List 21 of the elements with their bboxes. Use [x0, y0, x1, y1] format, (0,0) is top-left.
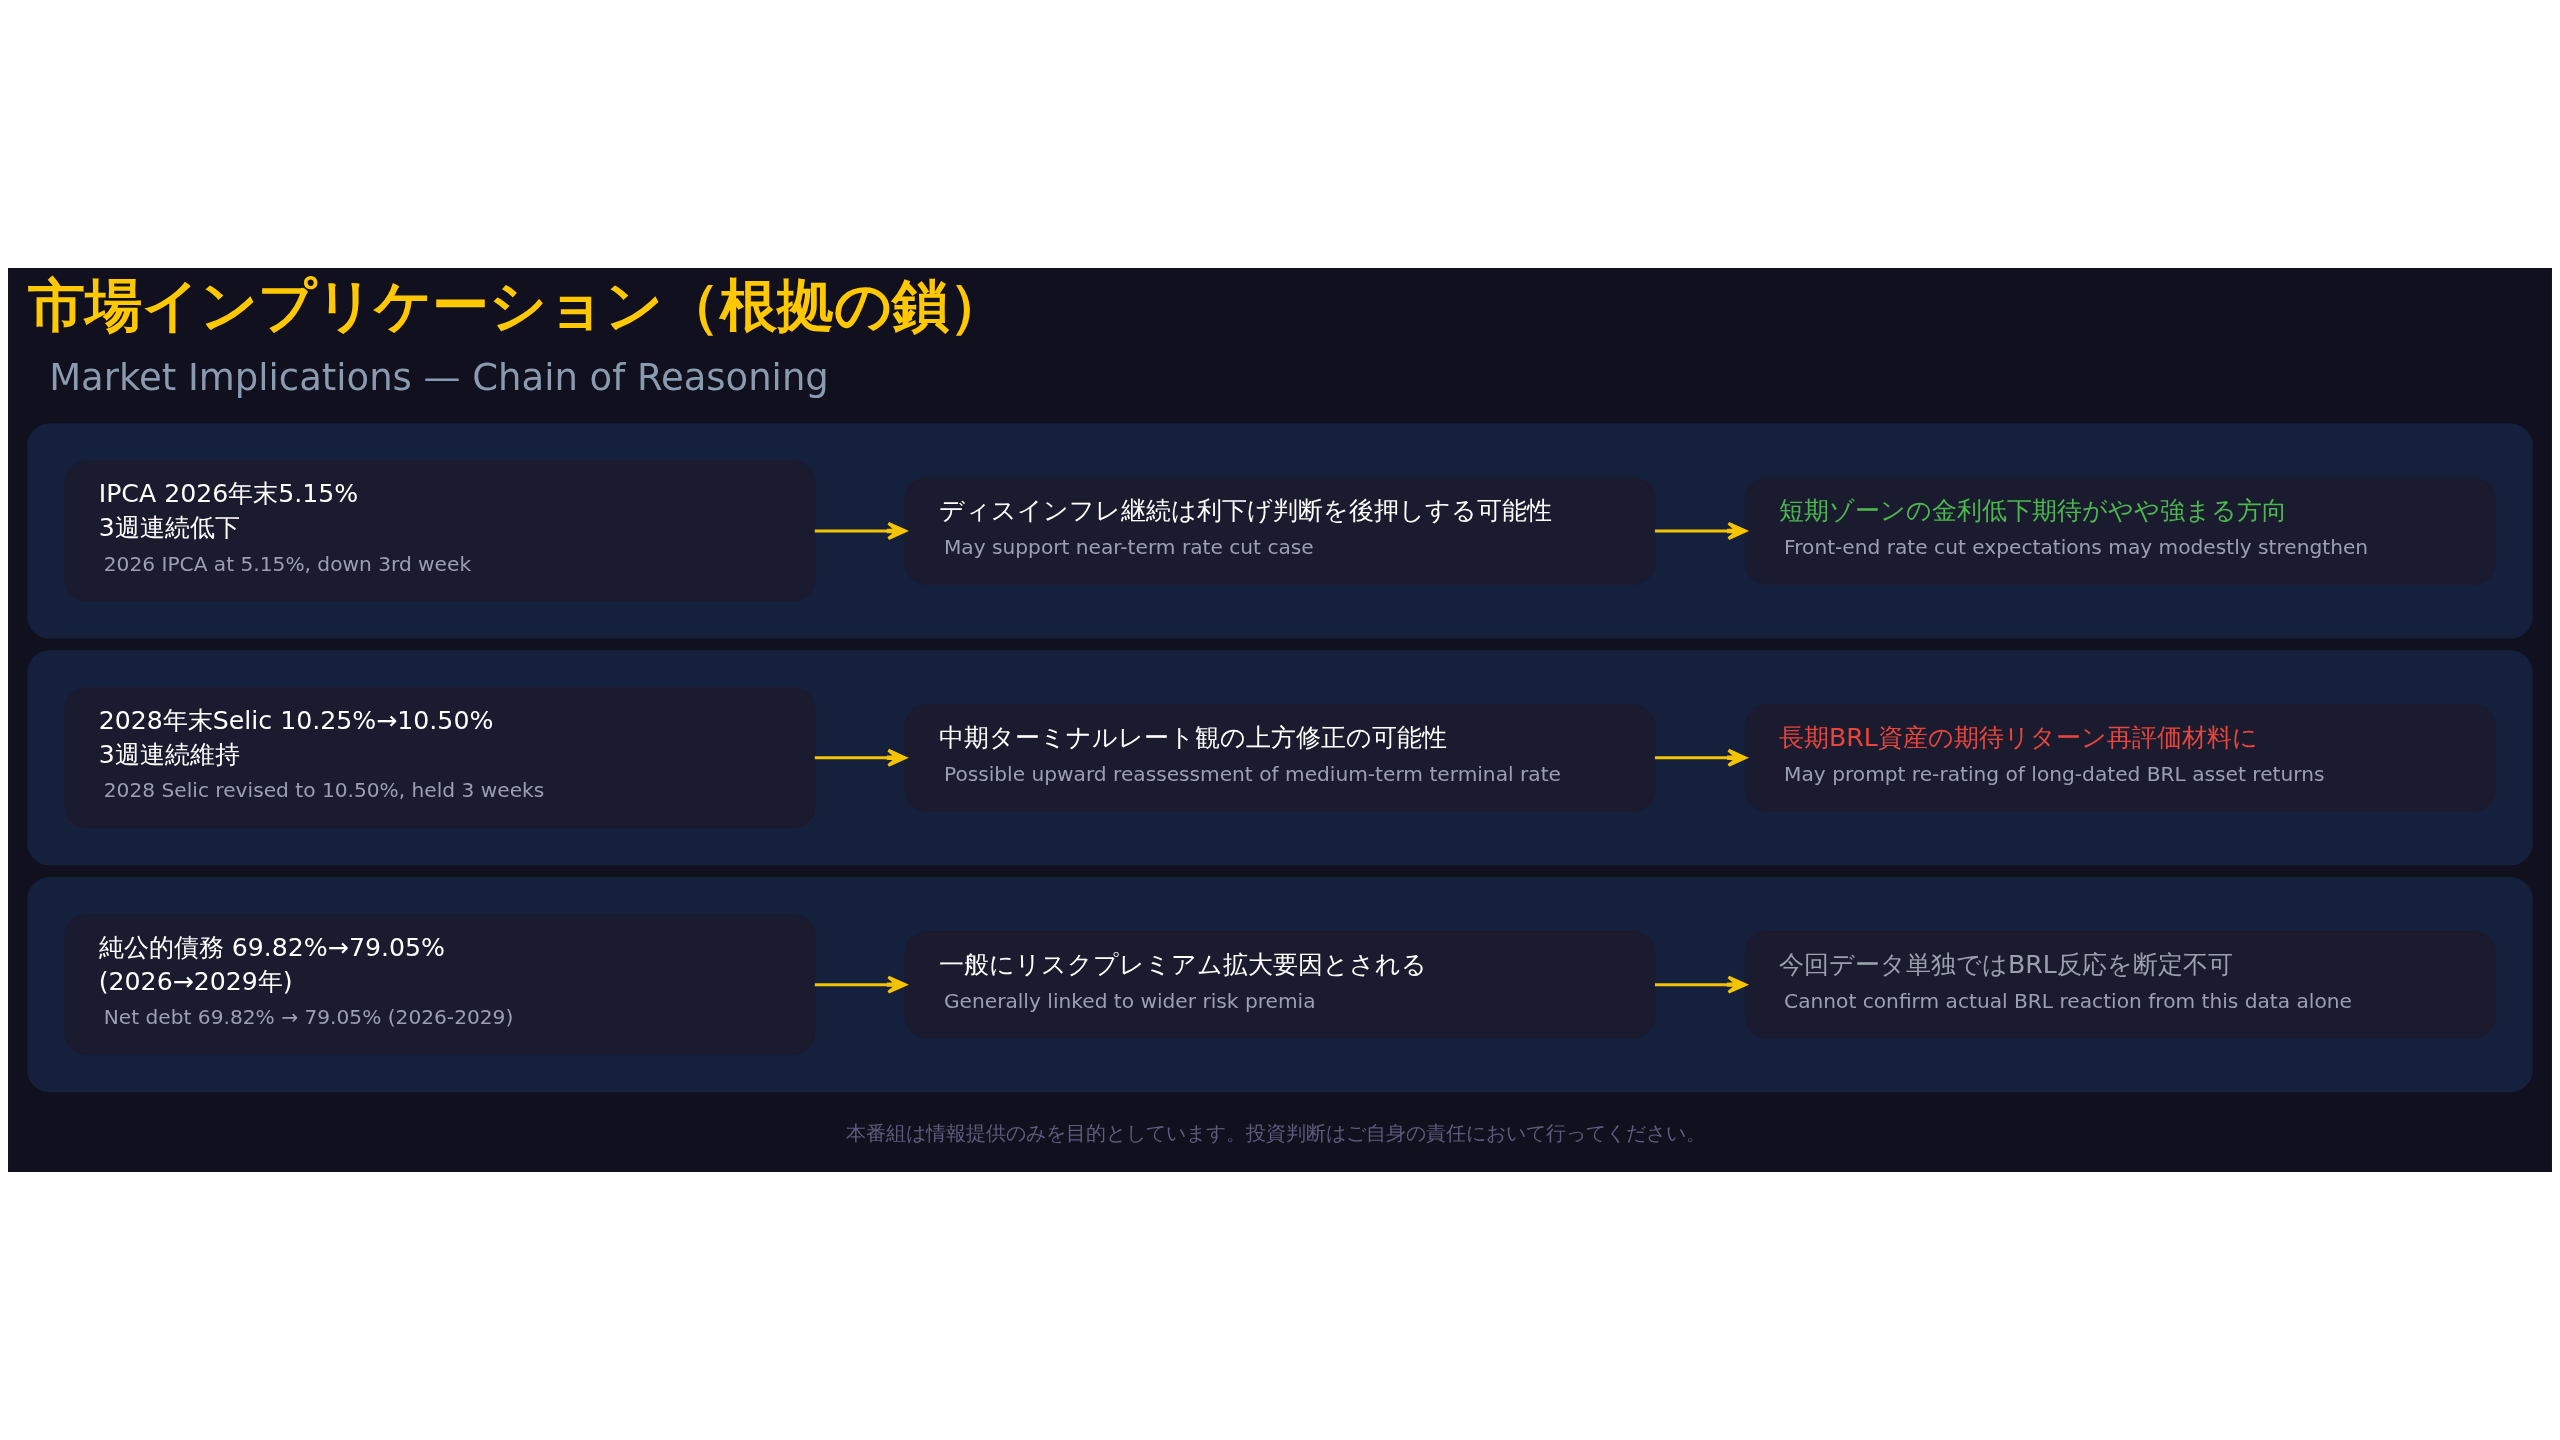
node-box: ディスインフレ継続は利下げ判断を後押しする可能性 May support near-term rate cut case: [904, 477, 1656, 585]
node-box: 今回データ単独ではBRL反応を断定不可 Cannot confirm actual BRL reaction from this data alone: [1744, 930, 2496, 1039]
cluster: [27, 423, 2533, 639]
arrow: [814, 521, 907, 541]
arrow: [1654, 975, 1747, 994]
cluster: [27, 650, 2533, 866]
arrow: [1654, 521, 1747, 541]
node-box: 短期ゾーンの金利低下期待がやや強まる方向 Front-end rate cut expectations may modestly strengthen: [1744, 477, 2496, 585]
node-box: IPCA 2026年末5.15% 3週連続低下 2026 IPCA at 5.15%, down 3rd week: [64, 460, 816, 602]
node-box: 純公的債務 69.82%→79.05% (2026→2029年) Net debt 69.82% → 79.05% (2026-2029): [64, 914, 816, 1056]
arrow: [1654, 748, 1747, 767]
caption: 本番組は情報提供のみを目的としています。投資判断はご自身の責任において行ってください。: [845, 1121, 1706, 1146]
node-box: 2028年末Selic 10.25%→10.50% 3週連続維持 2028 Selic revised to 10.50%, held 3 weeks: [64, 687, 816, 829]
node-box: 中期ターミナルレート観の上方修正の可能性 Possible upward reassessment of medium-term terminal rate: [904, 704, 1656, 812]
arrow: [814, 748, 907, 767]
node-box: 一般にリスクプレミアム拡大要因とされる Generally linked to wider risk premia: [904, 930, 1656, 1039]
diagram-title: 市場インプリケーション（根拠の鎖）: [28, 272, 1007, 339]
node-box: 長期BRL資産の期待リターン再評価材料に May prompt re-rating of long-dated BRL asset returns: [1744, 704, 2496, 812]
label: Market Implications — Chain of Reasoning: [49, 355, 829, 399]
arrow: [814, 975, 907, 994]
cluster: [27, 877, 2533, 1093]
